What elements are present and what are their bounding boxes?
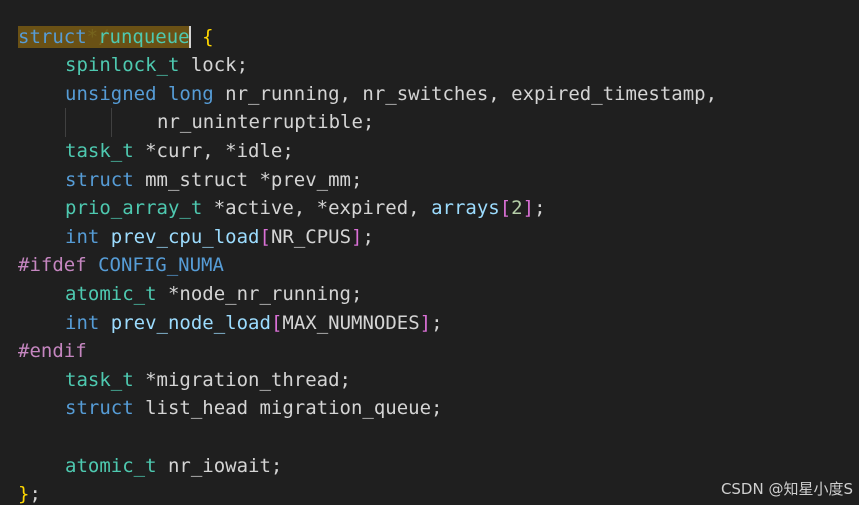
code-line-node-running: atomic_t *node_nr_running; <box>18 280 717 309</box>
code-line-counters: unsigned long nr_running, nr_switches, e… <box>18 80 717 109</box>
field-nr-iowait: nr_iowait; <box>156 454 283 477</box>
macro-max-numnodes: MAX_NUMNODES <box>282 311 420 334</box>
field-prev-mm: mm_struct *prev_mm; <box>133 168 363 191</box>
type-atomic: atomic_t <box>65 454 157 477</box>
semicolon: ; <box>362 225 374 248</box>
struct-keyword: struct <box>65 168 134 191</box>
code-line-0: */ <box>18 0 717 48</box>
macro-config-numa: CONFIG_NUMA <box>98 254 224 277</box>
field-migration-queue: list_head migration_queue; <box>133 397 443 420</box>
code-line-endif: #endif <box>18 337 717 366</box>
code-line-ifdef: #ifdef CONFIG_NUMA <box>18 251 717 280</box>
text-cursor <box>188 26 191 49</box>
indent-guide <box>111 108 112 137</box>
indent-guide <box>65 108 66 137</box>
code-line-cpu-load: int prev_cpu_load[NR_CPUS]; <box>18 223 717 252</box>
type-unsigned-long: unsigned long <box>65 82 214 105</box>
field-prev-node-load: prev_node_load <box>110 311 271 334</box>
close-bracket: ] <box>351 225 363 248</box>
type-task: task_t <box>65 139 134 162</box>
type-int: int <box>65 225 100 248</box>
field-curr-idle: *curr, *idle; <box>133 139 294 162</box>
type-prio-array: prio_array_t <box>65 197 203 220</box>
semicolon: ; <box>29 483 41 505</box>
preprocessor-ifdef: #ifdef <box>18 254 87 277</box>
code-block: */ struct runqueue { spinlock_t lock; un… <box>18 0 717 505</box>
code-line-prev-mm: struct mm_struct *prev_mm; <box>18 166 717 195</box>
code-line-migration-thread: task_t *migration_thread; <box>18 366 717 395</box>
code-line-node-load: int prev_node_load[MAX_NUMNODES]; <box>18 309 717 338</box>
field-lock: lock; <box>179 54 249 77</box>
semicolon: ; <box>534 197 546 220</box>
semicolon: ; <box>431 311 443 334</box>
type-int: int <box>65 311 100 334</box>
field-uninterruptible: nr_uninterruptible; <box>157 111 375 134</box>
field-arrays: arrays <box>431 197 500 220</box>
close-brace: } <box>18 483 30 505</box>
type-task: task_t <box>65 368 134 391</box>
code-line-iowait: atomic_t nr_iowait; <box>18 452 717 481</box>
code-line-uninterruptible: nr_uninterruptible; <box>18 108 717 137</box>
field-counters: nr_running, nr_switches, expired_timesta… <box>213 82 718 105</box>
open-bracket: [ <box>499 197 512 220</box>
code-line-blank <box>18 423 717 452</box>
struct-keyword: struct <box>18 25 87 48</box>
field-node-nr-running: *node_nr_running; <box>156 282 363 305</box>
code-line-close: }; <box>18 480 717 505</box>
struct-keyword: struct <box>65 397 134 420</box>
type-spinlock: spinlock_t <box>65 54 180 77</box>
type-atomic: atomic_t <box>65 282 157 305</box>
struct-name: runqueue <box>98 25 190 48</box>
watermark: CSDN @知星小度S <box>720 480 853 498</box>
code-line-arrays: prio_array_t *active, *expired, arrays[2… <box>18 194 717 223</box>
open-bracket: [ <box>259 225 271 248</box>
field-prev-cpu-load: prev_cpu_load <box>110 225 260 248</box>
field-active-expired: *active, *expired, <box>202 197 432 220</box>
code-line-struct-decl: struct runqueue { <box>18 23 717 52</box>
macro-nr-cpus: NR_CPUS <box>270 225 352 248</box>
array-size: 2 <box>511 197 523 220</box>
close-bracket: ] <box>419 311 432 334</box>
code-line-lock: spinlock_t lock; <box>18 51 717 80</box>
code-line-migration-queue: struct list_head migration_queue; <box>18 394 717 423</box>
preprocessor-endif: #endif <box>18 340 87 363</box>
close-bracket: ] <box>522 197 535 220</box>
field-migration-thread: *migration_thread; <box>133 368 351 391</box>
open-brace: { <box>202 25 214 48</box>
code-line-curr: task_t *curr, *idle; <box>18 137 717 166</box>
open-bracket: [ <box>270 311 283 334</box>
